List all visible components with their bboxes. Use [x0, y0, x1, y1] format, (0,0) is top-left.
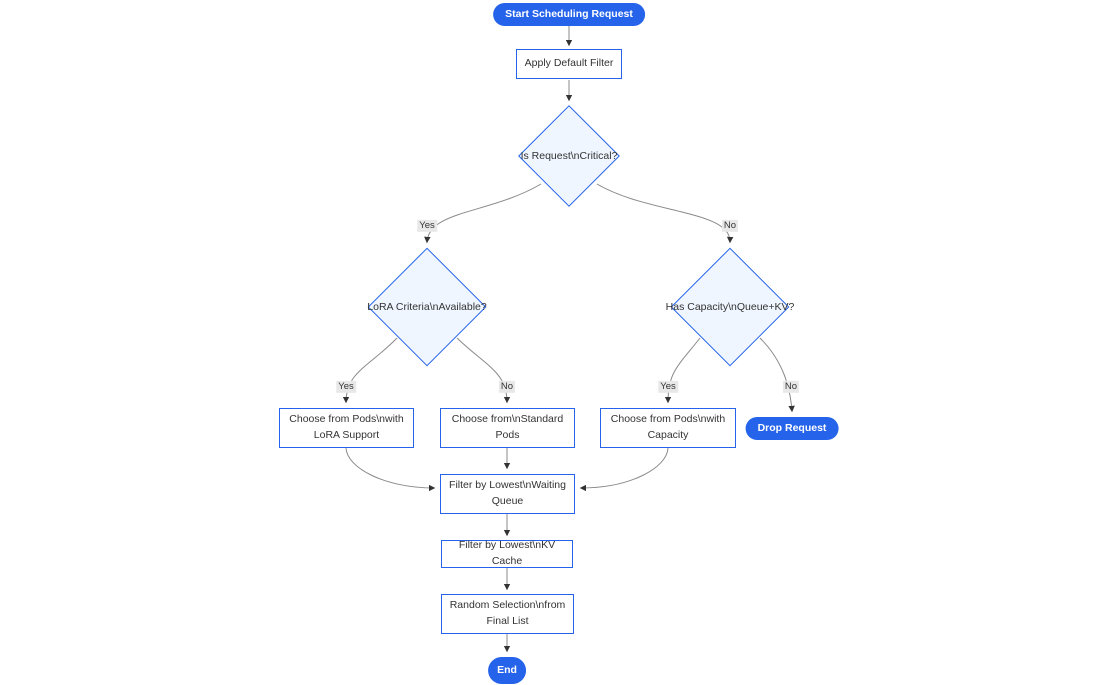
node-choose-standard-pods: Choose from\nStandard Pods — [440, 408, 575, 448]
edge-choose-lora-to-filter-queue — [345, 447, 436, 492]
edge-label-lora-no: No — [498, 380, 516, 394]
node-apply-default-filter: Apply Default Filter — [516, 49, 622, 79]
node-end: End — [488, 657, 526, 684]
node-choose-lora-pods: Choose from Pods\nwith LoRA Support — [279, 408, 414, 448]
node-random-selection: Random Selection\nfrom Final List — [441, 594, 574, 634]
edge-label-critical-no: No — [721, 219, 739, 233]
node-lora-criteria-label: LoRA Criteria\nAvailable? — [367, 301, 487, 313]
edge-label-capacity-yes: Yes — [658, 380, 678, 394]
node-filter-kv-cache: Filter by Lowest\nKV Cache — [441, 539, 573, 568]
edge-capacity-no — [759, 337, 795, 413]
edge-choose-capacity-to-filter-queue — [579, 447, 669, 492]
node-filter-waiting-queue: Filter by Lowest\nWaiting Queue — [440, 474, 575, 514]
edge-label-critical-yes: Yes — [417, 219, 437, 233]
edge-label-capacity-no: No — [782, 380, 800, 394]
edge-is-critical-no — [596, 183, 734, 244]
node-is-critical-label: Is Request\nCritical? — [520, 150, 618, 162]
node-has-capacity-label: Has Capacity\nQueue+KV? — [665, 301, 795, 313]
node-start: Start Scheduling Request — [493, 3, 645, 26]
node-choose-capacity-pods: Choose from Pods\nwith Capacity — [600, 408, 736, 448]
node-drop-request: Drop Request — [745, 417, 839, 440]
edge-label-lora-yes: Yes — [336, 380, 356, 394]
edge-is-critical-yes — [424, 183, 542, 244]
